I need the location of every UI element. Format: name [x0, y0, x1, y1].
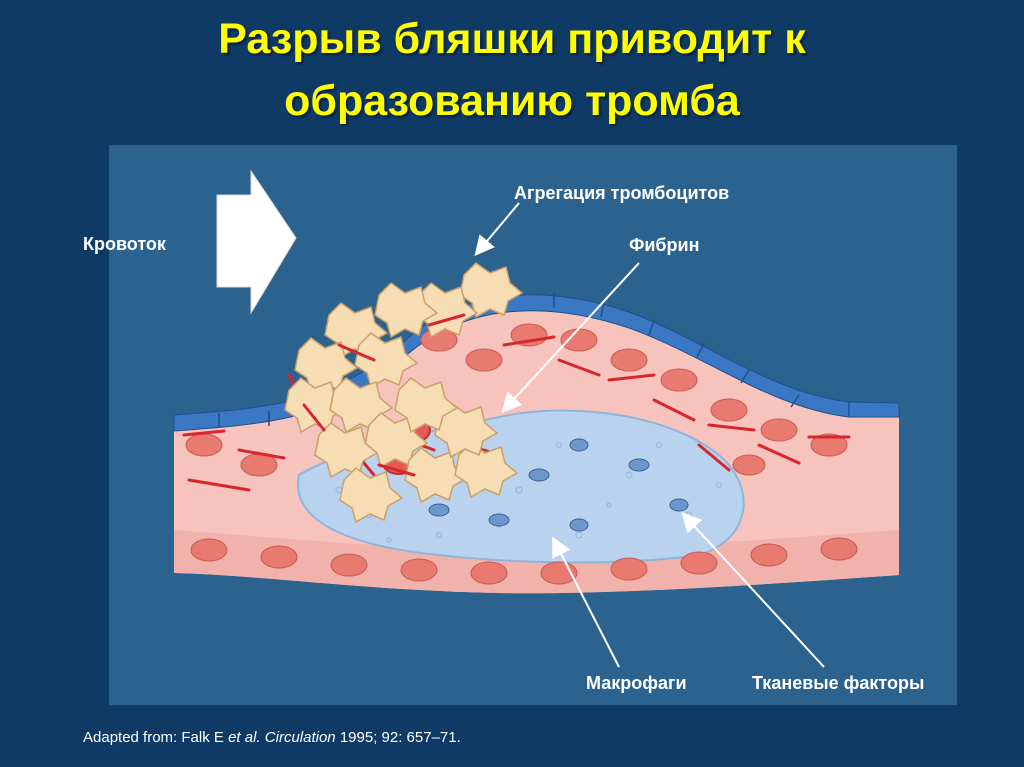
label-blood-flow: Кровоток	[83, 234, 166, 254]
label-pointers	[474, 202, 825, 668]
plaque-rupture-illustration	[173, 169, 900, 668]
label-platelet-aggregation: Агрегация тромбоцитов	[514, 183, 730, 203]
pointer-tissue-factors	[681, 512, 825, 668]
macrophage-cells	[428, 438, 689, 532]
title-line-1: Разрыв бляшки приводит к	[218, 15, 806, 63]
citation-etal: et al.	[228, 729, 261, 746]
platelet-fibrin	[302, 313, 466, 477]
title-line-2: образованию тромба	[284, 77, 740, 125]
citation: Adapted from: Falk E et al. Circulation …	[83, 729, 461, 746]
citation-rest: 1995; 92: 657–71.	[335, 729, 461, 746]
blood-flow-arrow[interactable]	[216, 169, 297, 315]
citation-journal: Circulation	[264, 729, 336, 746]
pointer-platelets	[474, 202, 520, 257]
endothelium	[173, 294, 900, 432]
label-macrophages: Макрофаги	[586, 673, 687, 693]
citation-prefix: Adapted from: Falk E	[83, 729, 229, 746]
label-fibrin: Фибрин	[629, 235, 700, 255]
pointer-fibrin	[501, 262, 640, 413]
platelet-aggregate	[284, 262, 524, 524]
pointer-macrophages	[552, 536, 620, 668]
label-tissue-factors: Тканевые факторы	[752, 673, 925, 693]
slide-title: Разрыв бляшки приводит к образованию тро…	[0, 8, 1024, 132]
